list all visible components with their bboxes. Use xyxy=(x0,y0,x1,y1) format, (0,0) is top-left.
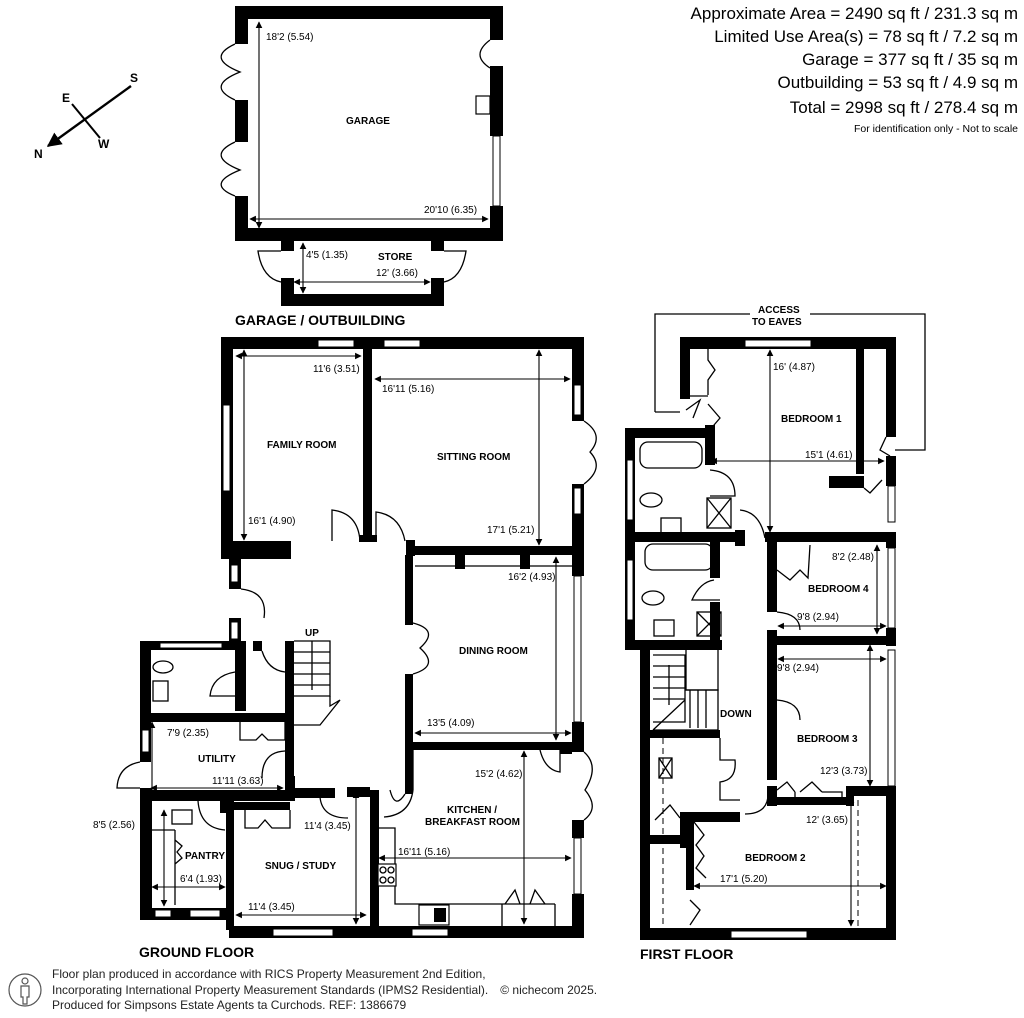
garage-depth-dimension: 18'2 (5.54) xyxy=(266,32,314,43)
footer-line1: Floor plan produced in accordance with R… xyxy=(52,967,486,981)
garage-area: Garage = 377 sq ft / 35 sq m xyxy=(802,50,1018,69)
store-width-dimension: 12' (3.66) xyxy=(376,268,418,279)
kitchen-depth-dimension: 15'2 (4.62) xyxy=(475,769,523,780)
bedroom1-label: BEDROOM 1 xyxy=(781,414,842,425)
utility-label: UTILITY xyxy=(198,754,236,765)
kitchen-label-line2: BREAKFAST ROOM xyxy=(425,817,520,828)
sitting-room-label: SITTING ROOM xyxy=(437,452,510,463)
bath-icon xyxy=(644,543,714,571)
bedroom2-depth-dimension: 12' (3.65) xyxy=(806,815,848,826)
bedroom2-width-dimension: 17'1 (5.20) xyxy=(720,874,768,885)
footer-line3: Produced for Simpsons Estate Agents ta C… xyxy=(52,998,407,1012)
access-eaves-label-line2: TO EAVES xyxy=(752,317,802,328)
bedroom3-width-dimension: 9'8 (2.94) xyxy=(777,663,819,674)
first-floor-title: FIRST FLOOR xyxy=(640,946,733,962)
compass-north: N xyxy=(34,147,43,161)
bedroom4-width-dimension: 9'8 (2.94) xyxy=(797,612,839,623)
shower-icon xyxy=(696,611,722,637)
ground-floor-plan: 16'2 (4.93) 13'5 (4.09) DINING ROOM 15'2… xyxy=(93,337,597,960)
snug-width-dimension: 11'4 (3.45) xyxy=(248,902,295,913)
approximate-area: Approximate Area = 2490 sq ft / 231.3 sq… xyxy=(690,4,1018,23)
dining-width-dimension: 13'5 (4.09) xyxy=(427,718,475,729)
utility-width-dimension: 11'11 (3.63) xyxy=(212,776,264,787)
garage-outbuilding-plan: 18'2 (5.54) 20'10 (6.35) GARAGE 4'5 (1.3… xyxy=(220,6,503,328)
bedroom3-label: BEDROOM 3 xyxy=(797,734,858,745)
store-label: STORE xyxy=(378,252,413,263)
outbuilding-area: Outbuilding = 53 sq ft / 4.9 sq m xyxy=(777,73,1019,92)
hob-icon xyxy=(377,863,397,887)
bath-icon xyxy=(639,441,703,469)
loft-hatch-icon xyxy=(658,757,673,779)
kitchen-width-dimension: 16'11 (5.16) xyxy=(398,847,450,858)
footer-line2: Incorporating International Property Mea… xyxy=(52,982,489,997)
bedroom1-depth-dimension: 16' (4.87) xyxy=(773,362,815,373)
snug-study-label: SNUG / STUDY xyxy=(265,861,336,872)
kitchen-label-line1: KITCHEN / xyxy=(447,805,497,816)
compass-east: E xyxy=(62,91,70,105)
toilet-icon xyxy=(639,492,663,508)
person-icon xyxy=(8,973,42,1007)
bedroom1-width-dimension: 15'1 (4.61) xyxy=(805,450,853,461)
sitting-depth-dimension: 17'1 (5.21) xyxy=(487,525,535,536)
garage-label: GARAGE xyxy=(346,116,390,127)
first-floor-plan: ACCESS TO EAVES 16' (4.87) 15'1 (4.61) B… xyxy=(625,305,926,962)
family-room-label: FAMILY ROOM xyxy=(267,440,336,451)
dining-room-label: DINING ROOM xyxy=(459,646,528,657)
footer: Floor plan produced in accordance with R… xyxy=(8,967,597,1014)
bedroom3-depth-dimension: 12'3 (3.73) xyxy=(820,766,868,777)
bedroom4-depth-dimension: 8'2 (2.48) xyxy=(832,552,874,563)
snug-depth-dimension: 11'4 (3.45) xyxy=(304,821,351,832)
dining-depth-dimension: 16'2 (4.93) xyxy=(508,572,556,583)
store-depth-dimension: 4'5 (1.35) xyxy=(306,250,348,261)
pantry-depth-dimension: 8'5 (2.56) xyxy=(93,820,135,831)
garage-width-dimension: 20'10 (6.35) xyxy=(424,205,477,216)
basin-icon xyxy=(653,619,675,637)
compass-west: W xyxy=(98,137,110,151)
basin-icon xyxy=(152,680,169,702)
pantry-width-dimension: 6'4 (1.93) xyxy=(180,874,222,885)
stairs-up-label: UP xyxy=(305,628,319,639)
toilet-icon xyxy=(152,660,174,674)
compass-arrow-icon: S E W N xyxy=(34,71,138,161)
footer-copyright: © nichecom 2025. xyxy=(500,982,598,997)
scale-note: For identification only - Not to scale xyxy=(854,123,1018,135)
bedroom4-label: BEDROOM 4 xyxy=(808,584,869,595)
ground-floor-title: GROUND FLOOR xyxy=(139,944,254,960)
utility-depth-dimension: 7'9 (2.35) xyxy=(167,728,209,739)
access-eaves-label-line1: ACCESS xyxy=(758,305,800,316)
stairs-down-label: DOWN xyxy=(720,709,752,720)
limited-use-area: Limited Use Area(s) = 78 sq ft / 7.2 sq … xyxy=(714,27,1018,46)
area-summary: Approximate Area = 2490 sq ft / 231.3 sq… xyxy=(691,2,1018,135)
garage-outbuilding-title: GARAGE / OUTBUILDING xyxy=(235,312,405,328)
bedroom2-label: BEDROOM 2 xyxy=(745,853,806,864)
compass-south: S xyxy=(130,71,138,85)
sitting-width-dimension: 16'11 (5.16) xyxy=(382,384,434,395)
family-depth-dimension: 16'1 (4.90) xyxy=(248,516,296,527)
pantry-label: PANTRY xyxy=(185,851,225,862)
toilet-icon xyxy=(641,590,665,606)
shower-icon xyxy=(706,497,732,529)
family-width-dimension: 11'6 (3.51) xyxy=(313,364,360,375)
total-area: Total = 2998 sq ft / 278.4 sq m xyxy=(789,98,1018,117)
